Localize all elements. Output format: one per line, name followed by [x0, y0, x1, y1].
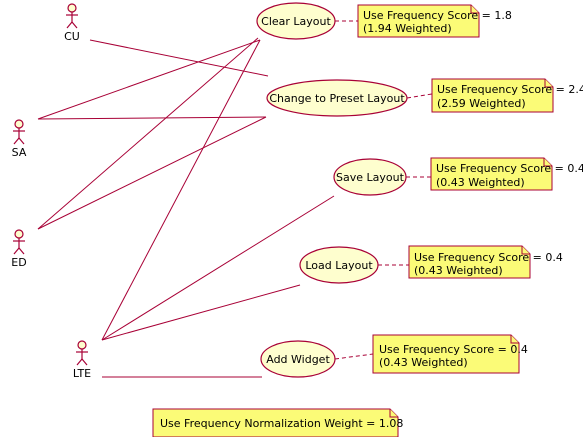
actor-cu: CU	[64, 3, 80, 43]
note-link-widget	[334, 353, 374, 360]
note-line-1: Use Frequency Score = 0.4	[414, 251, 563, 264]
association-ed-clear	[37, 37, 259, 230]
note-line-1: Use Frequency Score = 0.4	[436, 162, 583, 175]
associations	[37, 37, 335, 378]
note-links	[334, 20, 433, 360]
association-ed-preset	[37, 116, 267, 230]
association-sa-preset	[37, 116, 267, 120]
usecase-label-clear-layout: Clear Layout	[261, 15, 331, 28]
note-line-2: (0.43 Weighted)	[379, 356, 468, 369]
actor-label-ed: ED	[11, 256, 26, 269]
note-change-preset-layout: Use Frequency Score = 2.4 (2.59 Weighted…	[431, 78, 583, 113]
usecase-clear-layout: Clear Layout	[256, 2, 336, 40]
actor-label-lte: LTE	[73, 367, 91, 380]
association-lte-clear	[101, 39, 261, 341]
note-line-2: (1.94 Weighted)	[363, 22, 452, 35]
association-sa-clear	[37, 39, 261, 120]
note-normalization-weight: Use Frequency Normalization Weight = 1.0…	[152, 408, 403, 437]
usecase-label-change-preset-layout: Change to Preset Layout	[269, 92, 405, 105]
note-link-preset	[406, 93, 433, 99]
note-clear-layout: Use Frequency Score = 1.8 (1.94 Weighted…	[357, 4, 512, 38]
usecase-change-preset-layout: Change to Preset Layout	[266, 79, 408, 117]
usecase-label-load-layout: Load Layout	[305, 259, 373, 272]
note-line-2: (2.59 Weighted)	[437, 97, 526, 110]
note-line-2: (0.43 Weighted)	[414, 264, 503, 277]
usecase-save-layout: Save Layout	[333, 158, 407, 196]
actor-label-cu: CU	[64, 30, 80, 43]
actor-label-sa: SA	[12, 146, 27, 159]
normalization-weight-text: Use Frequency Normalization Weight = 1.0…	[160, 417, 403, 430]
note-line-1: Use Frequency Score = 0.4	[379, 343, 528, 356]
note-line-2: (0.43 Weighted)	[436, 176, 525, 189]
association-lte-save	[101, 195, 335, 341]
note-line-1: Use Frequency Score = 2.4	[437, 83, 583, 96]
usecase-load-layout: Load Layout	[299, 246, 379, 284]
note-save-layout: Use Frequency Score = 0.4 (0.43 Weighted…	[430, 157, 583, 191]
note-add-widget: Use Frequency Score = 0.4 (0.43 Weighted…	[372, 334, 528, 374]
association-cu-preset	[89, 39, 269, 77]
usecase-add-widget: Add Widget	[260, 340, 336, 378]
note-load-layout: Use Frequency Score = 0.4 (0.43 Weighted…	[408, 245, 563, 279]
note-line-1: Use Frequency Score = 1.8	[363, 9, 512, 22]
usecase-label-save-layout: Save Layout	[336, 171, 405, 184]
usecase-label-add-widget: Add Widget	[266, 353, 330, 366]
actor-ed: ED	[11, 229, 27, 269]
association-lte-load	[101, 284, 301, 341]
actor-lte: LTE	[73, 340, 91, 380]
actor-sa: SA	[12, 119, 27, 159]
